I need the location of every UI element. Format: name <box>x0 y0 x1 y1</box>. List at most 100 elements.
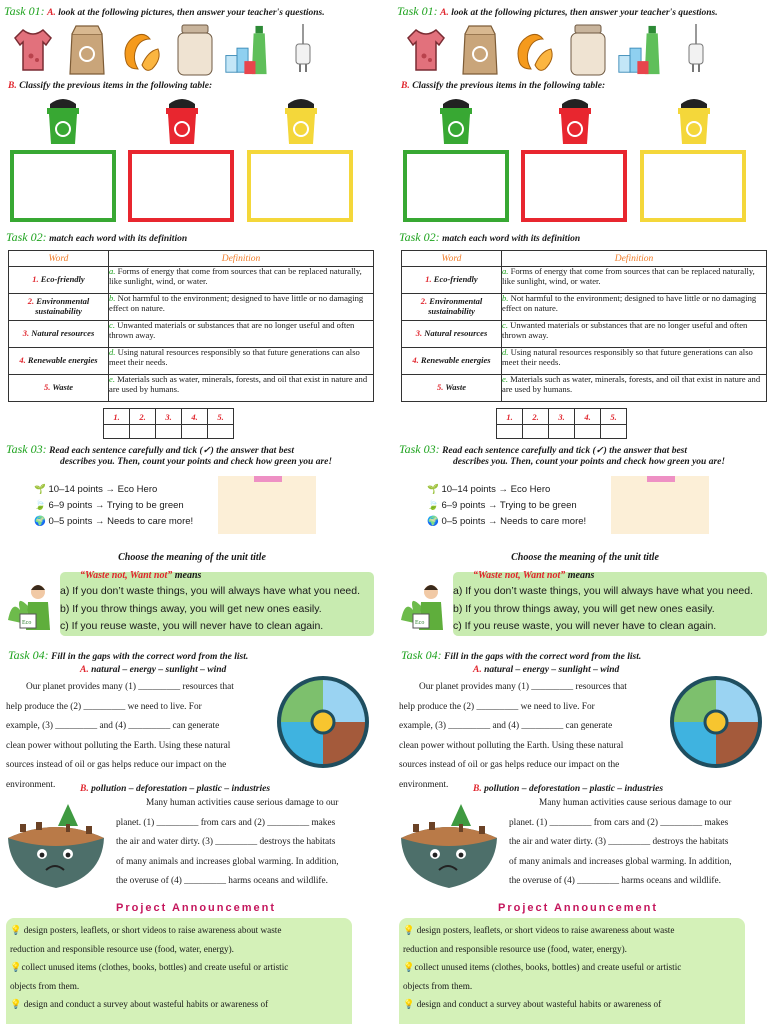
definition-letter: b. <box>109 293 116 303</box>
sad-earth-icon <box>6 798 106 894</box>
sprout-icon: 🌱 <box>427 484 439 495</box>
definition: Forms of energy that come from sources t… <box>502 266 755 286</box>
green-sort-box[interactable] <box>10 150 116 222</box>
answer-cell[interactable] <box>574 424 601 439</box>
charger-icon <box>278 20 328 80</box>
definition: Forms of energy that come from sources t… <box>109 266 362 286</box>
yellow-bin-icon <box>282 96 320 146</box>
yellow-sort-box[interactable] <box>247 150 353 222</box>
answer-cell[interactable] <box>129 424 156 439</box>
definition-letter: b. <box>502 293 509 303</box>
definition: Using natural resources responsibly so t… <box>109 347 360 367</box>
paper-bag-icon <box>455 20 505 80</box>
option-a[interactable]: a) If you don’t waste things, you will a… <box>453 585 753 597</box>
word-number: 1. <box>425 274 432 285</box>
red-bin-icon <box>163 96 201 146</box>
lightbulb-icon: 💡 <box>403 962 415 973</box>
answer-cell[interactable] <box>496 424 523 439</box>
option-b[interactable]: b) If you throw things away, you will ge… <box>60 603 322 615</box>
meaning-options-box <box>60 572 374 636</box>
project-items: 💡 design posters, leaflets, or short vid… <box>10 921 350 1014</box>
task1-heading: Task 01: A. look at the following pictur… <box>4 4 325 19</box>
definitions-table: Word Definition 1. Eco-friendly a. Forms… <box>8 250 374 402</box>
leaf-icon: 🍃 <box>34 500 46 511</box>
answer-label: 5. <box>600 408 627 425</box>
option-c[interactable]: c) If you reuse waste, you will never ha… <box>453 620 717 632</box>
word: Eco-friendly <box>433 274 478 285</box>
table-row: 4. Renewable energies d. Using natural r… <box>401 347 767 375</box>
yellow-sort-box[interactable] <box>640 150 746 222</box>
answer-label: 2. <box>129 408 156 425</box>
word-list: pollution – deforestation – plastic – in… <box>484 784 664 794</box>
classify-heading: B. Classify the previous items in the fo… <box>8 80 212 91</box>
answer-cell[interactable] <box>522 424 549 439</box>
answer-grid: 1. 2. 3. 4. 5. <box>496 408 627 439</box>
project-box <box>6 918 352 1024</box>
lightbulb-icon: 💡 <box>10 925 22 935</box>
task-instruction: look at the following pictures, then ans… <box>451 8 718 18</box>
sticky-note <box>611 476 709 534</box>
project-item-continued: reduction and responsible resource use (… <box>403 943 627 954</box>
unit-title: “Waste not, Want not” <box>80 570 173 581</box>
definition-letter: a. <box>109 266 116 276</box>
word: Waste <box>445 382 466 393</box>
answer-cell[interactable] <box>207 424 234 439</box>
task-instruction: match each word with its definition <box>49 234 188 244</box>
meaning-options-box <box>453 572 767 636</box>
red-sort-box[interactable] <box>521 150 627 222</box>
table-header: Word Definition <box>401 250 767 267</box>
task3-heading: Task 03: Read each sentence carefully an… <box>6 442 294 457</box>
lightbulb-icon: 💡 <box>403 925 415 935</box>
part-label: A. <box>473 665 482 675</box>
option-c[interactable]: c) If you reuse waste, you will never ha… <box>60 620 324 632</box>
project-item-continued: objects from them. <box>10 980 80 991</box>
definition-letter: e. <box>502 374 508 384</box>
word-number: 3. <box>415 328 423 339</box>
task-instruction: match each word with its definition <box>442 234 581 244</box>
means-label: means <box>567 570 595 581</box>
red-sort-box[interactable] <box>128 150 234 222</box>
worksheet-page-right: Task 01: A. look at the following pictur… <box>393 0 768 1024</box>
score-text: 0–5 points → Needs to care more! <box>48 516 194 527</box>
word-list: natural – energy – sunlight – wind <box>484 665 620 675</box>
answer-cell[interactable] <box>548 424 575 439</box>
project-item: 💡 design posters, leaflets, or short vid… <box>403 925 675 935</box>
definition-letter: e. <box>109 374 115 384</box>
task-instruction: Fill in the gaps with the correct word f… <box>51 652 249 662</box>
gap-fill-b: Many human activities cause serious dama… <box>116 794 376 892</box>
part-label: A. <box>47 8 56 18</box>
answer-cell[interactable] <box>155 424 182 439</box>
answer-cell[interactable] <box>600 424 627 439</box>
text-line: example, (3) _________ and (4) _________… <box>399 721 613 731</box>
task3-heading: Task 03: Read each sentence carefully an… <box>399 442 687 457</box>
text-line: of many animals and increases global war… <box>509 856 732 867</box>
green-sort-box[interactable] <box>403 150 509 222</box>
task-tag: Task 03: <box>399 442 440 456</box>
word-list-a: A. natural – energy – sunlight – wind <box>473 665 619 675</box>
task-tag: Task 04: <box>8 648 49 662</box>
score-line: 🌱 10–14 points → Eco Hero <box>34 484 157 495</box>
task4-heading: Task 04: Fill in the gaps with the corre… <box>401 648 641 663</box>
word: Renewable energies <box>420 355 491 366</box>
word-number: 1. <box>32 274 39 285</box>
text-line: Our planet provides many (1) _________ r… <box>26 682 234 692</box>
part-label: B. <box>401 81 410 91</box>
text-line: Our planet provides many (1) _________ r… <box>419 682 627 692</box>
tshirt-icon <box>8 20 58 80</box>
option-b[interactable]: b) If you throw things away, you will ge… <box>453 603 715 615</box>
table-row: 4. Renewable energies d. Using natural r… <box>8 347 374 375</box>
answer-cell[interactable] <box>181 424 208 439</box>
energy-wheel-icon <box>668 674 764 770</box>
project-item: 💡 design and conduct a survey about wast… <box>403 999 662 1010</box>
text-line: planet. (1) _________ from cars and (2) … <box>509 817 729 828</box>
text-line: help produce the (2) _________ we need t… <box>6 701 202 712</box>
option-a[interactable]: a) If you don’t waste things, you will a… <box>60 585 360 597</box>
score-text: 6–9 points → Trying to be green <box>48 500 184 511</box>
definition: Unwanted materials or substances that ar… <box>502 320 748 340</box>
answer-cell[interactable] <box>103 424 130 439</box>
text-line: clean power without polluting the Earth.… <box>399 740 624 751</box>
part-label: A. <box>440 8 449 18</box>
score-line: 🌍 0–5 points → Needs to care more! <box>34 516 193 527</box>
definition-column-header: Definition <box>108 250 374 267</box>
task-instruction: look at the following pictures, then ans… <box>58 8 325 18</box>
